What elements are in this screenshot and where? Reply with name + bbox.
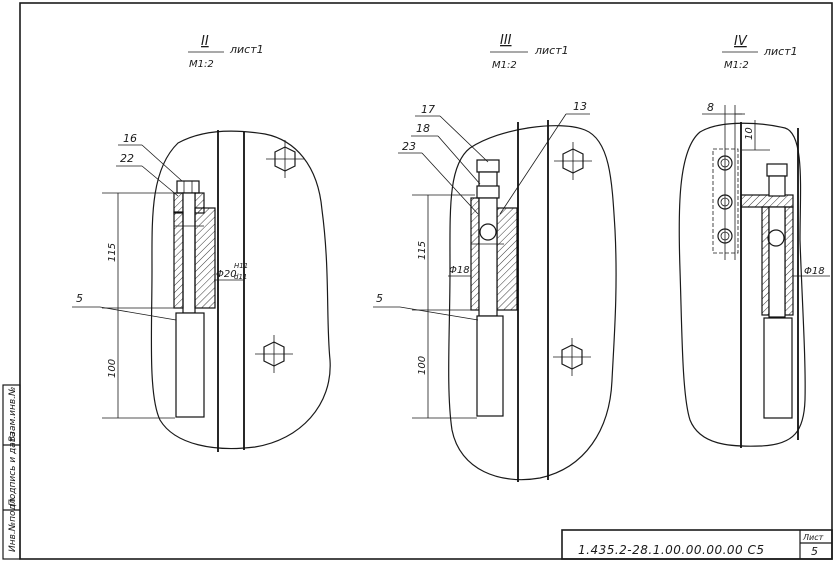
- view-ii-dim-115: 115: [107, 243, 118, 262]
- view-ii-bushing: [194, 207, 216, 309]
- view-ii-pin-head: [176, 180, 200, 194]
- margin-stamp: Инв.№подл. Подпись и дата Взам.инв.№: [2, 384, 21, 560]
- view-iii-callout-18: 18: [416, 122, 430, 135]
- view-iii-bolt-top: [554, 142, 592, 180]
- sheet-label: Лист: [802, 533, 824, 542]
- view-ii-fit-den: d11: [234, 273, 247, 281]
- view-iii-pin-body: [476, 315, 504, 417]
- view-iii-diameter: Φ18: [449, 265, 470, 276]
- view-ii-callout-16: 16: [123, 132, 137, 145]
- view-ii-label: II: [201, 34, 209, 49]
- view-ii-pin-body: [175, 312, 205, 418]
- sheet-frame: [19, 2, 833, 560]
- view-iii-callout-13: 13: [573, 100, 587, 113]
- view-iv: IV лист1 М1:2 8 10 Φ18: [678, 34, 830, 448]
- view-ii-bolt-top: [266, 140, 304, 178]
- view-iii: III лист1 М1:2 115 100: [373, 33, 617, 482]
- view-iii-callout-23: 23: [402, 140, 416, 153]
- view-iv-pin-head: [766, 163, 788, 177]
- view-iv-hole-group: [712, 148, 739, 254]
- view-iii-bushing: [496, 207, 518, 311]
- document-code: 1.435.2-28.1.00.00.00.00 С5: [578, 543, 765, 557]
- view-ii: II лист1 М1:2: [72, 34, 331, 452]
- view-ii-fit-diameter: Φ20: [216, 269, 237, 280]
- stamp-cell-replacement: Взам.инв.№: [8, 387, 18, 442]
- view-iv-label: IV: [734, 34, 748, 49]
- view-iii-bolt-bottom: [553, 338, 591, 376]
- view-ii-dim-100: 100: [107, 359, 118, 378]
- view-iii-dim-100: 100: [417, 356, 428, 375]
- stamp-cell-inventory: Инв.№подл.: [8, 496, 18, 552]
- view-ii-wall-outline: [150, 130, 331, 450]
- view-iv-callout-10: 10: [744, 127, 755, 140]
- view-iv-scale: М1:2: [724, 60, 749, 71]
- view-ii-callout-5: 5: [76, 292, 83, 305]
- view-iv-pin-body: [763, 317, 793, 419]
- view-iii-dim-115: 115: [417, 241, 428, 260]
- view-ii-scale: М1:2: [189, 59, 214, 70]
- view-iii-scale: М1:2: [492, 60, 517, 71]
- view-iv-wall-outline: [678, 122, 806, 447]
- view-iii-wall-outline: [448, 125, 617, 481]
- view-iv-callout-8: 8: [707, 101, 714, 114]
- view-iv-sheet-ref: лист1: [763, 45, 798, 58]
- view-iv-plate: [740, 194, 794, 208]
- view-iii-callout-5: 5: [376, 292, 383, 305]
- view-ii-callout-22: 22: [120, 152, 134, 165]
- view-ii-bolt-bottom: [255, 335, 293, 373]
- view-iii-sheet-ref: лист1: [534, 44, 569, 57]
- stamp-cell-signature: Подпись и дата: [8, 431, 18, 506]
- view-iv-diameter: Φ18: [804, 266, 825, 277]
- sheet-number: 5: [811, 545, 818, 558]
- view-ii-sheet-ref: лист1: [229, 43, 264, 56]
- view-iii-callout-17: 17: [421, 103, 435, 116]
- view-iii-ball: [479, 223, 497, 241]
- title-block: 1.435.2-28.1.00.00.00.00 С5 Лист 5: [561, 529, 833, 560]
- view-iii-label: III: [500, 33, 512, 48]
- view-ii-fit-num: H11: [234, 262, 248, 270]
